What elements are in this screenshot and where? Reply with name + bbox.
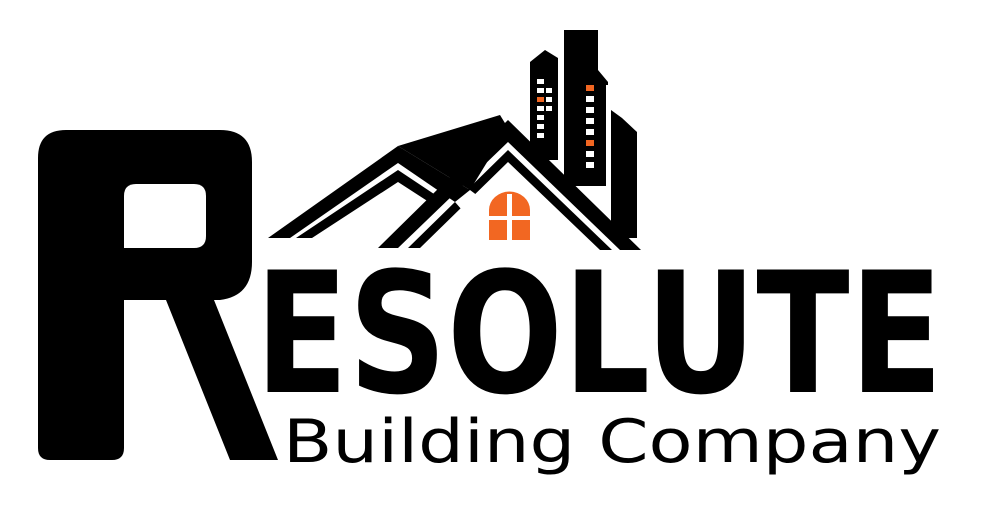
tagline: Building Company bbox=[283, 407, 941, 477]
left-tower-windows bbox=[537, 79, 552, 138]
brand-initial-r: R bbox=[0, 0, 278, 460]
brand-initial-text: R bbox=[0, 0, 1, 1]
skyscraper-icon bbox=[530, 30, 637, 238]
center-tower-windows bbox=[586, 85, 594, 168]
arched-window-icon bbox=[489, 191, 530, 240]
house-roof-icon bbox=[268, 115, 641, 250]
brand-wordmark: ESOLUTE bbox=[255, 236, 943, 432]
tagline-text: Building Company bbox=[283, 407, 941, 477]
brand-rest-text: ESOLUTE bbox=[255, 236, 943, 432]
